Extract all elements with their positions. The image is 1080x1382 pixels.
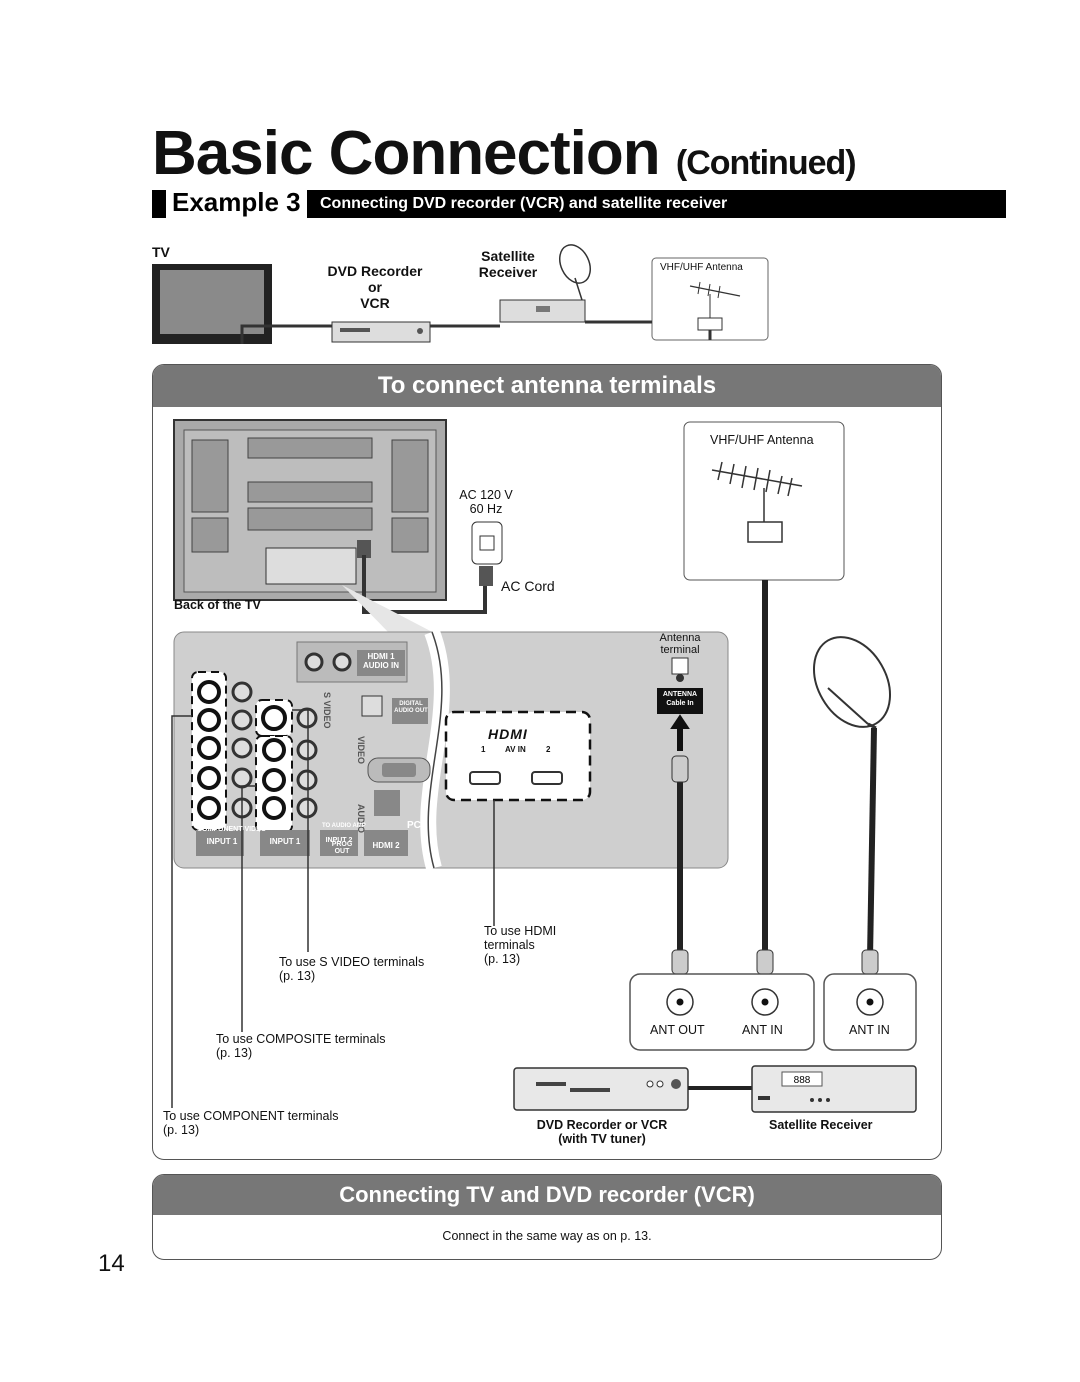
terminal-panel <box>173 629 729 871</box>
component-note: To use COMPONENT terminals (p. 13) <box>163 1109 339 1137</box>
example-label: Example 3 <box>166 187 307 218</box>
satellite-receiver-device: 888 <box>751 1065 917 1113</box>
satellite-caption: Satellite Receiver <box>769 1118 873 1132</box>
overview-dish <box>559 244 591 284</box>
antenna-diagram: 888 <box>171 419 917 1113</box>
overview-dvd <box>331 321 431 343</box>
hdmi2-label: HDMI 2 <box>372 841 400 850</box>
input2-label: INPUT 2 <box>325 837 353 844</box>
input1b-label: INPUT 1 <box>269 837 301 846</box>
hdmi-logo: HDMI <box>488 726 528 742</box>
vcr-section: Connecting TV and DVD recorder (VCR) Con… <box>152 1174 942 1260</box>
antenna-badge: ANTENNA Cable In <box>662 691 698 707</box>
av-in-label: AV IN <box>505 745 526 754</box>
composite-note: To use COMPOSITE terminals (p. 13) <box>216 1032 386 1060</box>
overview-cable-tv-dvd <box>240 324 332 344</box>
digital-audio-out-label: DIGITAL AUDIO OUT <box>394 701 428 714</box>
ac-cord-label: AC Cord <box>501 578 555 594</box>
dvd-antenna-terminals <box>629 973 815 1051</box>
audio-label: AUDIO <box>356 804 366 833</box>
ac-voltage-label: AC 120 V 60 Hz <box>459 488 513 516</box>
vcr-section-text: Connect in the same way as on p. 13. <box>442 1229 652 1243</box>
overview-antenna-label: VHF/UHF Antenna <box>660 262 743 273</box>
dvd-caption: DVD Recorder or VCR (with TV tuner) <box>536 1118 668 1146</box>
to-audio-amp-label: TO AUDIO AMP <box>322 823 366 829</box>
tv-back-terminal-area <box>265 547 357 585</box>
overview-tv-label: TV <box>152 244 170 260</box>
prog-out-label: PROG OUT <box>331 841 353 855</box>
page-title-main: Basic Connection <box>152 119 661 188</box>
vhf-antenna <box>711 461 803 543</box>
ant-out-label: ANT OUT <box>650 1023 705 1037</box>
vcr-section-heading: Connecting TV and DVD recorder (VCR) <box>153 1175 941 1215</box>
hdmi-port-1-label: 1 <box>481 745 486 754</box>
back-of-tv-label: Back of the TV <box>174 598 261 612</box>
dvd-recorder-device <box>513 1067 689 1111</box>
video-label: VIDEO <box>356 736 366 765</box>
input1-label: INPUT 1 <box>206 837 238 846</box>
antenna-terminal-label: Antenna terminal <box>659 632 701 656</box>
satellite-cable <box>867 727 877 959</box>
page-title-suffix: (Continued) <box>675 144 857 182</box>
satellite-dish <box>813 636 891 730</box>
hdmi1-audio-label: HDMI 1 AUDIO IN <box>363 652 399 670</box>
ac-cord <box>362 555 487 614</box>
tv-back <box>173 419 447 601</box>
component-video-label: COMPONENT VIDEO <box>197 826 267 833</box>
example-subtitle: Connecting DVD recorder (VCR) and satell… <box>320 195 728 212</box>
vhf-antenna-label: VHF/UHF Antenna <box>710 433 814 447</box>
overview-satellite-label: Satellite Receiver <box>478 248 538 280</box>
pc-label: PC <box>407 820 421 831</box>
hdmi-port-2-label: 2 <box>546 745 551 754</box>
page-number: 14 <box>98 1250 125 1277</box>
ant-in-label-satellite: ANT IN <box>849 1023 890 1037</box>
overview-dvd-label: DVD Recorder or VCR <box>327 263 423 311</box>
page-title: Basic Connection (Continued) <box>152 118 857 189</box>
overview-diagram <box>152 244 769 344</box>
svideo-note: To use S VIDEO terminals (p. 13) <box>279 955 425 983</box>
s-video-label: S VIDEO <box>322 692 332 729</box>
ant-in-label-dvd: ANT IN <box>742 1023 783 1037</box>
antenna-section-heading: To connect antenna terminals <box>153 365 941 407</box>
svg-text:888: 888 <box>794 1075 811 1086</box>
overview-tv-screen <box>160 270 264 334</box>
hdmi-note: To use HDMI terminals (p. 13) <box>484 924 557 966</box>
